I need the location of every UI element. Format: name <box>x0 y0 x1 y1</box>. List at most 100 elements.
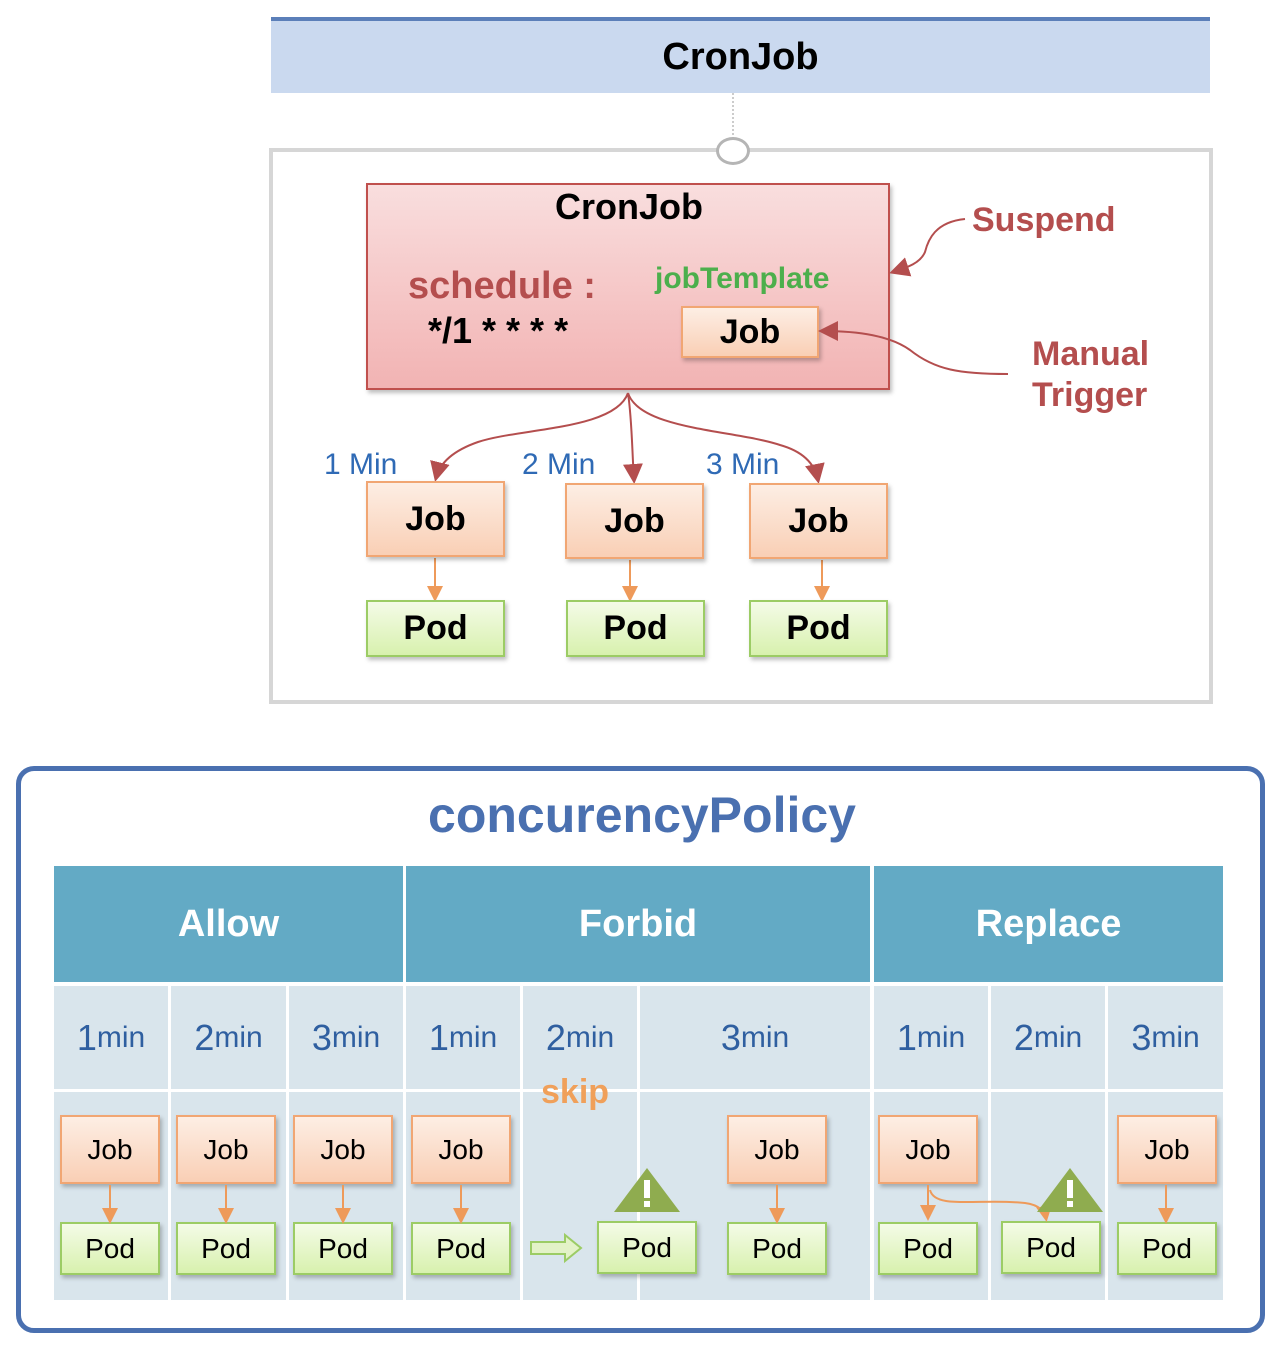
job-label: Job <box>438 1133 484 1165</box>
run1-job-label: Job <box>405 499 466 538</box>
run-arrow-3 <box>627 392 825 484</box>
manual-label: Manual <box>1032 335 1150 373</box>
warning-icon <box>614 1168 680 1212</box>
pod-label: Pod <box>201 1232 251 1264</box>
trigger-label: Trigger <box>1032 376 1148 414</box>
template-job-box: Job <box>681 306 819 358</box>
minute-number: 1 <box>428 1016 449 1058</box>
job-label: Job <box>203 1133 249 1165</box>
run1-pod-label: Pod <box>403 609 468 647</box>
replace-job-3: Job <box>1117 1115 1217 1184</box>
replace-pod-2: Pod <box>1001 1221 1101 1274</box>
minute-number: 3 <box>720 1016 741 1058</box>
minute-number: 3 <box>311 1016 332 1058</box>
minute-unit: min <box>448 1020 498 1054</box>
allow-job-2: Job <box>176 1115 276 1184</box>
allow-job-3: Job <box>293 1115 393 1184</box>
template-job-label: Job <box>719 312 781 351</box>
run-arrow-1 <box>430 392 629 482</box>
schedule-label: schedule : <box>408 265 596 307</box>
top-title: CronJob <box>662 35 819 78</box>
allow-header: Allow <box>54 866 403 982</box>
minute-unit: min <box>96 1020 146 1054</box>
pod-label: Pod <box>436 1232 486 1264</box>
allow-pod-2: Pod <box>176 1222 276 1275</box>
pod-label: Pod <box>318 1232 368 1264</box>
replace-header-label: Replace <box>975 902 1122 945</box>
forbid-pod-1: Pod <box>411 1222 511 1275</box>
suspend-label: Suspend <box>972 201 1116 239</box>
run2-pod-box: Pod <box>566 600 705 657</box>
pod-label: Pod <box>85 1232 135 1264</box>
job-label: Job <box>754 1133 800 1165</box>
skip-label: skip <box>541 1073 610 1111</box>
minute-unit: min <box>916 1020 966 1054</box>
allow-header-label: Allow <box>177 902 280 945</box>
job-label: Job <box>1144 1133 1190 1165</box>
minute-unit: min <box>740 1020 790 1054</box>
suspend-arrow <box>889 218 966 277</box>
minute-unit: min <box>1151 1020 1200 1054</box>
minute-number: 2 <box>1013 1016 1034 1058</box>
run-arrow-2 <box>622 392 643 484</box>
replace-job-1: Job <box>878 1115 978 1184</box>
run3-pod-box: Pod <box>749 600 888 657</box>
job-label: Job <box>905 1133 951 1165</box>
minute-number: 1 <box>896 1016 917 1058</box>
run3-job-box: Job <box>749 483 888 559</box>
pod-label: Pod <box>1026 1231 1076 1263</box>
policy-title: concurencyPolicy <box>428 787 856 843</box>
schedule-value: */1 * * * * <box>428 310 569 351</box>
forbid-pod-continued: Pod <box>597 1221 697 1274</box>
run1-pod-box: Pod <box>366 600 505 657</box>
minute-unit: min <box>565 1020 615 1054</box>
pod-label: Pod <box>1142 1232 1192 1264</box>
replace-arrow-2 <box>929 1189 1052 1222</box>
cronjob-card-title: CronJob <box>555 186 703 227</box>
top-arrows <box>427 218 1009 602</box>
pod-label: Pod <box>752 1232 802 1264</box>
run2-pod-label: Pod <box>603 609 668 647</box>
forbid-job-1: Job <box>411 1115 511 1184</box>
top-title-bar: CronJob <box>271 17 1210 93</box>
run2-job-label: Job <box>604 501 665 540</box>
forbid-pod-3: Pod <box>727 1222 827 1275</box>
run3-time: 3 Min <box>706 448 780 481</box>
run1-time: 1 Min <box>324 448 398 481</box>
replace-header: Replace <box>874 866 1223 982</box>
pod-label: Pod <box>903 1232 953 1264</box>
manual-trigger-arrow <box>818 321 1009 375</box>
allow-pod-3: Pod <box>293 1222 393 1275</box>
forbid-continue-arrow-icon <box>530 1232 583 1264</box>
run1-job-box: Job <box>366 481 505 557</box>
minute-unit: min <box>1033 1020 1083 1054</box>
run3-job-label: Job <box>788 501 849 540</box>
minute-unit: min <box>214 1020 263 1054</box>
job-label: Job <box>320 1133 366 1165</box>
run3-pod-label: Pod <box>786 609 851 647</box>
run2-job-box: Job <box>565 483 704 559</box>
minute-number: 3 <box>1131 1016 1152 1058</box>
minute-unit: min <box>331 1020 381 1054</box>
forbid-header: Forbid <box>406 866 870 982</box>
connector-circle <box>716 137 750 165</box>
allow-job-1: Job <box>60 1115 160 1184</box>
minute-number: 2 <box>194 1016 215 1058</box>
warning-icon <box>1037 1168 1103 1212</box>
job-label: Job <box>87 1133 133 1165</box>
job-template-label: jobTemplate <box>655 262 830 295</box>
replace-pod-1: Pod <box>878 1222 978 1275</box>
forbid-header-label: Forbid <box>578 902 698 945</box>
minute-number: 2 <box>545 1016 566 1058</box>
